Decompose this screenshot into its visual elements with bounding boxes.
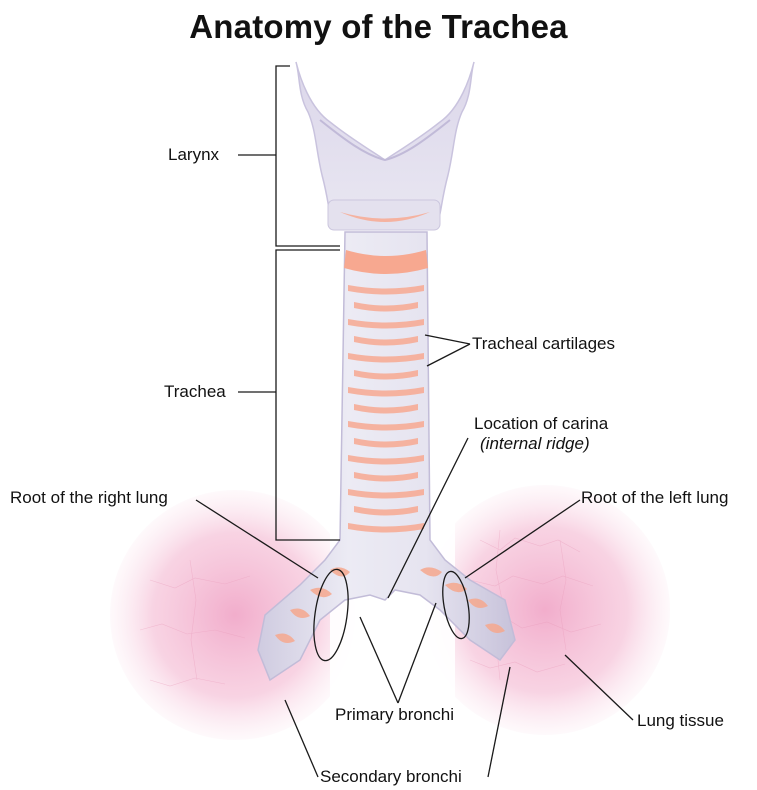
label-carina: Location of carina <box>474 414 608 434</box>
lung-tissue-right <box>110 490 362 760</box>
label-trachea: Trachea <box>164 382 226 402</box>
label-lung-tissue: Lung tissue <box>637 711 724 731</box>
label-root-right-lung: Root of the right lung <box>10 488 168 508</box>
label-secondary-bronchi: Secondary bronchi <box>320 767 462 787</box>
label-carina-note: (internal ridge) <box>480 434 590 454</box>
label-tracheal-cartilages: Tracheal cartilages <box>472 334 615 354</box>
label-larynx: Larynx <box>168 145 219 165</box>
diagram-title: Anatomy of the Trachea <box>0 8 757 46</box>
larynx-illustration <box>296 62 474 230</box>
label-root-left-lung: Root of the left lung <box>581 488 728 508</box>
label-primary-bronchi: Primary bronchi <box>335 705 454 725</box>
